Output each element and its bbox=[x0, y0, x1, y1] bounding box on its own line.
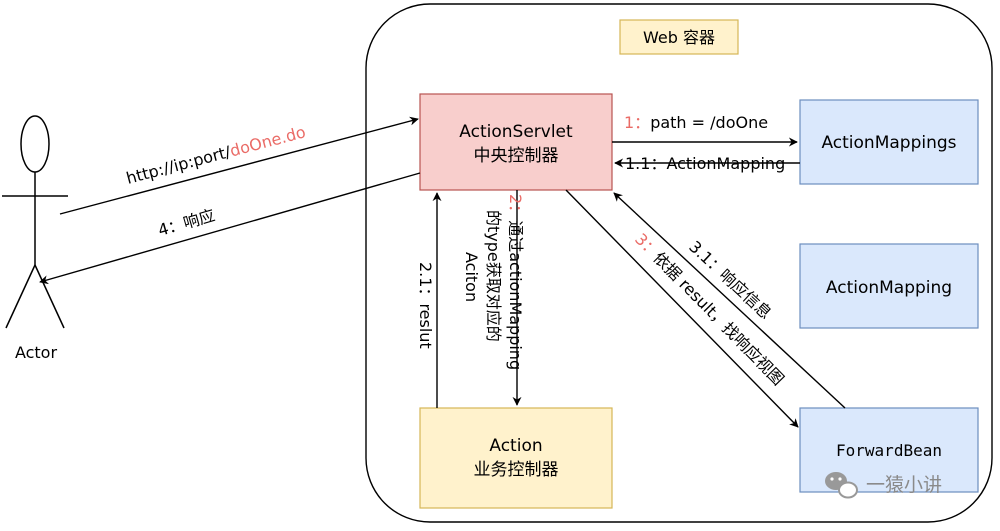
action-box[interactable] bbox=[419, 407, 613, 509]
step3-1-arrow bbox=[613, 192, 846, 409]
actor-figure bbox=[2, 115, 68, 329]
step2-label-line2: 的type获取对应的 bbox=[484, 210, 503, 342]
response-label: 4：响应 bbox=[156, 206, 217, 240]
action-label: Action bbox=[489, 436, 542, 456]
web-container-label-box bbox=[619, 19, 739, 55]
step3-arrow bbox=[565, 189, 799, 428]
step2-1-label: 2.1：reslut bbox=[416, 262, 435, 349]
actor-right-leg bbox=[34, 264, 65, 329]
response-arrow bbox=[39, 172, 421, 285]
action-mapping-label: ActionMapping bbox=[826, 278, 952, 298]
wechat-icon bbox=[825, 472, 858, 499]
forward-bean-label: ForwardBean bbox=[836, 441, 942, 460]
step1-text: path = /doOne bbox=[650, 113, 768, 132]
step2-label-line1: 2：通过actionMapping bbox=[506, 194, 525, 370]
web-container-label: Web 容器 bbox=[643, 28, 715, 47]
step1-1-label: 1.1：ActionMapping bbox=[625, 154, 785, 173]
step1-number: 1： bbox=[624, 113, 650, 132]
action-servlet-label: ActionServlet bbox=[459, 122, 573, 142]
step2-number: 2： bbox=[506, 194, 525, 220]
action-mapping-box[interactable] bbox=[799, 243, 979, 329]
actor-head bbox=[20, 115, 50, 173]
action-mappings-box[interactable] bbox=[799, 99, 979, 185]
step1-label: 1：path = /doOne bbox=[624, 113, 768, 132]
request-url-prefix: http://ip:port/ bbox=[124, 142, 233, 188]
actor-label: Actor bbox=[15, 343, 58, 362]
watermark-label: 一猿小讲 bbox=[866, 474, 942, 496]
action-servlet-box[interactable] bbox=[419, 93, 613, 191]
action-mappings-label: ActionMappings bbox=[821, 133, 956, 153]
request-url-path: doOne.do bbox=[228, 122, 308, 160]
actor-left-leg bbox=[5, 264, 36, 329]
action-sublabel: 业务控制器 bbox=[474, 460, 559, 480]
action-servlet-sublabel: 中央控制器 bbox=[474, 146, 559, 166]
request-arrow bbox=[59, 116, 419, 215]
step2-text: 通过actionMapping bbox=[506, 220, 525, 370]
step2-label-line3: Aciton bbox=[462, 252, 481, 302]
